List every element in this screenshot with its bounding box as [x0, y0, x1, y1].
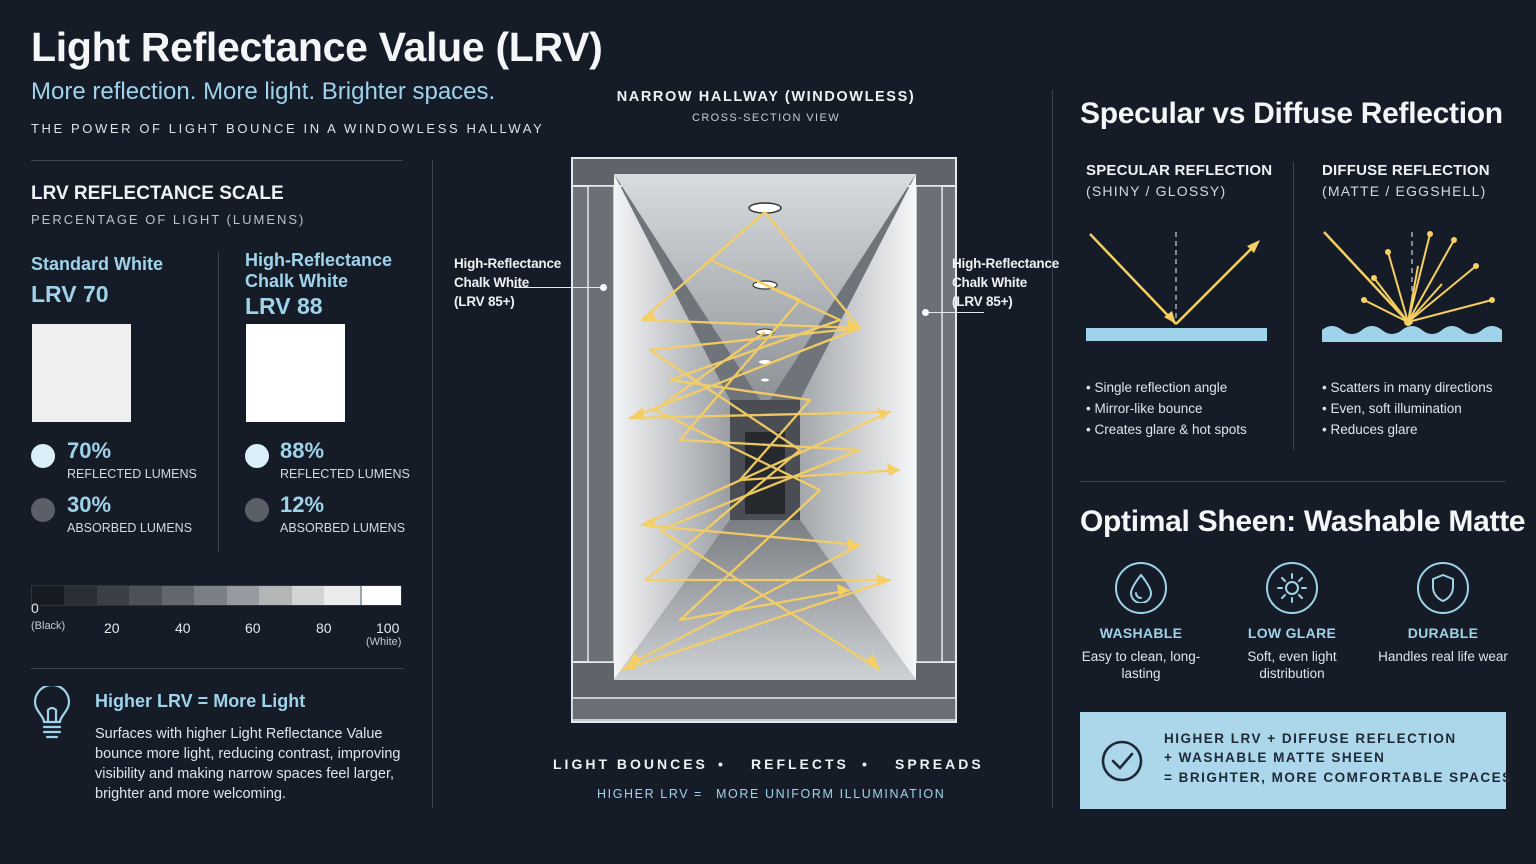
bullet-item: • Scatters in many directions — [1322, 380, 1493, 395]
diffuse-bullets: • Scatters in many directions • Even, so… — [1322, 377, 1493, 440]
standard-absorbed-pct: 30% — [67, 492, 112, 517]
hallway-illustration — [560, 150, 970, 740]
bottom-bullet: • — [862, 756, 870, 772]
page-subtitle: More reflection. More light. Brighter sp… — [31, 78, 496, 105]
sheen-title: Optimal Sheen: Washable Matte — [1080, 505, 1526, 538]
scale-tick: 0 — [31, 600, 39, 616]
chalk-white-name-line1: High-Reflectance — [245, 250, 393, 270]
scale-subtitle: PERCENTAGE OF LIGHT (LUMENS) — [31, 212, 306, 227]
feature-desc: Soft, even light distribution — [1247, 649, 1337, 681]
specular-bullets: • Single reflection angle • Mirror-like … — [1086, 377, 1247, 440]
scale-tick: 100 — [376, 620, 400, 636]
bottom-sub-left: HIGHER LRV — [597, 787, 690, 801]
scale-tick: 60 — [245, 620, 261, 636]
chalk-reflected-label: REFLECTED LUMENS — [280, 467, 410, 481]
scale-white-label: (White) — [366, 636, 402, 648]
scale-tick: 40 — [175, 620, 191, 636]
left-wall-label-line: High-Reflectance — [454, 256, 562, 271]
standard-white-name: Standard White — [31, 254, 164, 274]
chalk-reflected-pct: 88% — [280, 438, 325, 463]
feature-title: LOW GLARE — [1247, 625, 1337, 641]
scale-black-label: (Black) — [31, 620, 66, 632]
right-wall-label: High-Reflectance Chalk White (LRV 85+) — [952, 254, 1059, 311]
left-wall-label: High-Reflectance Chalk White (LRV 85+) — [454, 254, 561, 311]
right-wall-label-line: Chalk White — [952, 275, 1028, 290]
chalk-white-swatch — [246, 324, 345, 422]
callout-line: + WASHABLE MATTE SHEEN — [1164, 750, 1386, 765]
scale-title: LRV REFLECTANCE SCALE — [31, 183, 284, 204]
callout-line: HIGHER LRV + DIFFUSE REFLECTION — [1164, 731, 1457, 746]
callout-line: = BRIGHTER, MORE COMFORTABLE SPACES — [1164, 770, 1513, 785]
info-body: Surfaces with higher Light Reflectance V… — [95, 726, 401, 802]
divider — [1052, 90, 1053, 808]
chalk-absorbed-label: ABSORBED LUMENS — [280, 521, 406, 535]
hallway-subtitle: CROSS-SECTION VIEW — [691, 112, 841, 124]
divider — [1080, 481, 1506, 482]
left-leader-line — [514, 287, 604, 288]
specular-subtitle: (SHINY / GLOSSY) — [1086, 183, 1227, 199]
standard-reflected-label: REFLECTED LUMENS — [67, 467, 197, 481]
feature-title: DURABLE — [1407, 625, 1479, 641]
bottom-sub-right: MORE UNIFORM ILLUMINATION — [716, 787, 946, 801]
feature-title: WASHABLE — [1099, 625, 1183, 641]
divider — [31, 668, 403, 669]
bullet-item: • Creates glare & hot spots — [1086, 422, 1247, 437]
specular-title: SPECULAR REFLECTION — [1086, 162, 1273, 179]
lrv-gradient-bar — [31, 585, 402, 606]
absorbed-dot — [245, 498, 269, 522]
right-leader-dot — [922, 309, 929, 316]
chalk-absorbed-pct: 12% — [280, 492, 325, 517]
standard-reflected-pct: 70% — [67, 438, 112, 463]
check-circle-icon — [1100, 739, 1144, 788]
reflected-dot — [31, 444, 55, 468]
diffuse-title: DIFFUSE REFLECTION — [1322, 162, 1490, 179]
column-divider — [218, 252, 219, 552]
reflection-title: Specular vs Diffuse Reflection — [1080, 97, 1503, 130]
water-drop-icon — [1115, 562, 1167, 614]
diffuse-diagram — [1318, 226, 1508, 351]
page-tagline: THE POWER OF LIGHT BOUNCE IN A WINDOWLES… — [31, 121, 545, 136]
feature-desc: Easy to clean, long-lasting — [1081, 649, 1201, 681]
bottom-sub-eq: = — [694, 787, 703, 801]
scale-tick: 80 — [316, 620, 332, 636]
left-leader-dot — [600, 284, 607, 291]
absorbed-dot — [31, 498, 55, 522]
bullet-item: • Even, soft illumination — [1322, 401, 1462, 416]
page-title: Light Reflectance Value (LRV) — [31, 24, 603, 70]
left-wall-label-line: Chalk White — [454, 275, 530, 290]
bullet-item: • Single reflection angle — [1086, 380, 1228, 395]
bullet-item: • Mirror-like bounce — [1086, 401, 1203, 416]
bullet-item: • Reduces glare — [1322, 422, 1418, 437]
right-leader-line — [926, 312, 984, 313]
sun-icon — [1266, 562, 1318, 614]
lightbulb-icon — [31, 683, 73, 749]
reflected-dot — [245, 444, 269, 468]
divider — [31, 160, 403, 161]
bottom-bullet: • — [718, 756, 726, 772]
column-divider — [1293, 162, 1294, 450]
info-title: Higher LRV = More Light — [95, 691, 306, 711]
right-wall-label-line: (LRV 85+) — [952, 294, 1013, 309]
hallway-title: NARROW HALLWAY (WINDOWLESS) — [616, 89, 916, 105]
bottom-word: REFLECTS — [751, 756, 849, 772]
specular-diagram — [1084, 226, 1270, 351]
bottom-word: SPREADS — [895, 756, 984, 772]
bottom-word: LIGHT BOUNCES — [553, 756, 708, 772]
left-wall-label-line: (LRV 85+) — [454, 294, 515, 309]
divider — [432, 160, 433, 808]
diffuse-subtitle: (MATTE / EGGSHELL) — [1322, 183, 1487, 199]
standard-absorbed-label: ABSORBED LUMENS — [67, 521, 193, 535]
scale-tick: 20 — [104, 620, 120, 636]
chalk-white-name: High-Reflectance Chalk White — [245, 250, 392, 292]
chalk-white-name-line2: Chalk White — [245, 271, 349, 291]
standard-white-lrv: LRV 70 — [31, 281, 109, 307]
right-wall-label-line: High-Reflectance — [952, 256, 1060, 271]
feature-desc: Handles real life wear — [1378, 649, 1508, 664]
shield-icon — [1417, 562, 1469, 614]
summary-callout — [1080, 712, 1506, 809]
standard-white-swatch — [32, 324, 131, 422]
chalk-white-lrv: LRV 88 — [245, 293, 323, 319]
